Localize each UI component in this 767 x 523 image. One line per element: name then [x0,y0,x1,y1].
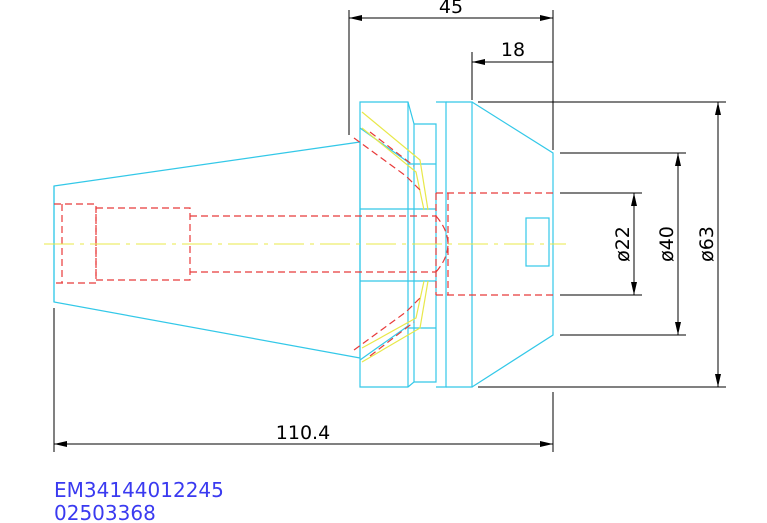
dim-45-label: 45 [439,0,463,18]
dim-dia22-label: ø22 [612,226,634,262]
part-number: EM34144012245 [54,478,224,502]
dimension-dia63: ø63 [478,101,726,388]
part-code: 02503368 [54,501,156,523]
dim-18-label: 18 [501,39,525,61]
dim-dia40-label: ø40 [656,226,678,262]
dimension-dia40: ø40 [560,152,686,336]
dimension-110-4: 110.4 [53,308,554,452]
taper-profile [361,111,429,363]
dimension-45: 45 [348,0,554,150]
dim-110-label: 110.4 [276,422,330,444]
dimension-18: 18 [471,39,553,100]
dim-dia63-label: ø63 [696,226,718,262]
dimension-dia22: ø22 [560,192,642,296]
